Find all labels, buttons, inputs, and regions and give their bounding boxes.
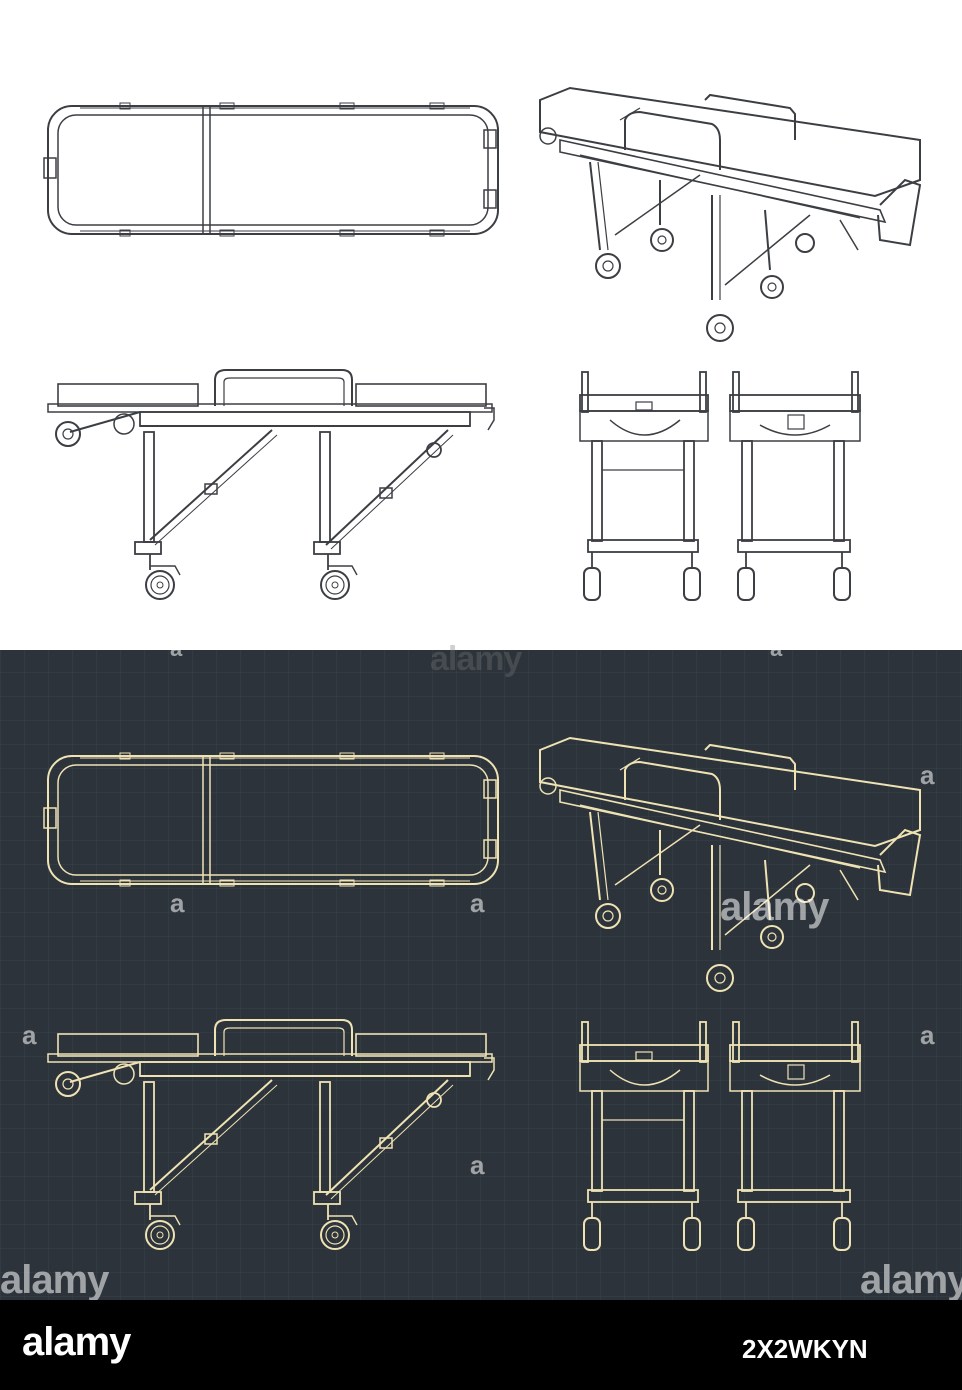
light-drawings: [43, 87, 921, 601]
image-id-label: 2X2WKYN: [742, 1334, 868, 1364]
watermark: alamy: [430, 640, 522, 678]
blueprint-drawings: [0, 87, 962, 1300]
watermark-glyph: a: [170, 636, 182, 661]
watermark-glyph: a: [920, 760, 935, 790]
watermark: alamy: [720, 885, 829, 929]
brand-logo[interactable]: alamy: [22, 1320, 131, 1364]
watermark: alamy: [0, 1258, 109, 1302]
front-view-drawing: [579, 371, 709, 601]
watermark: alamy: [860, 1258, 962, 1302]
watermark-glyph: a: [170, 888, 185, 918]
top-view-drawing: [43, 102, 499, 237]
side-view-drawing: [47, 369, 495, 600]
watermark-glyph: a: [770, 636, 782, 661]
watermark-glyph: a: [470, 1150, 485, 1180]
watermark-glyph: a: [22, 1020, 37, 1050]
watermark-glyph: a: [470, 888, 485, 918]
rear-view-drawing: [729, 371, 861, 601]
isometric-view-drawing: [539, 87, 921, 342]
watermark-glyph: a: [920, 1020, 935, 1050]
footer-bar: [0, 1300, 962, 1390]
